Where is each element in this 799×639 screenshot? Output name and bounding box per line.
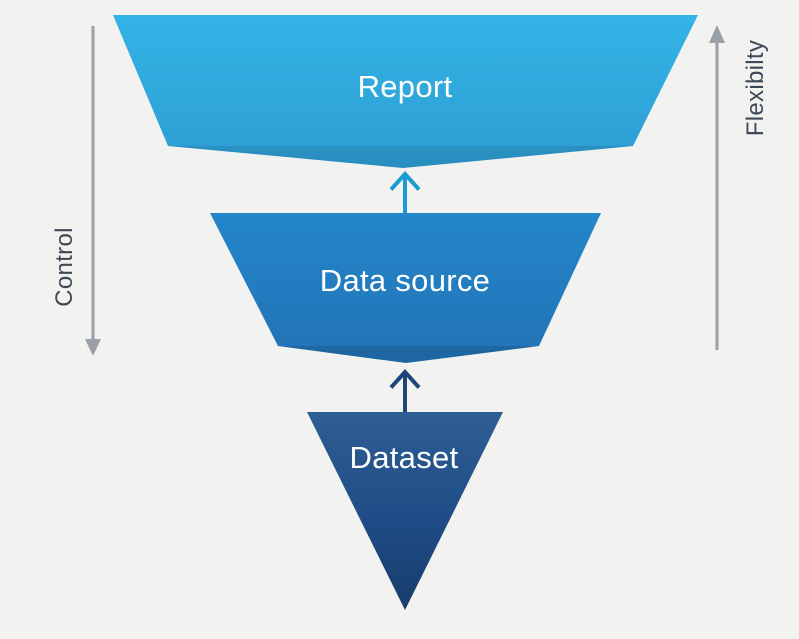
funnel-level-datasource: Data source [210, 213, 601, 363]
report-label: Report [358, 69, 453, 104]
flexibility-axis-label: Flexibilty [742, 40, 769, 136]
dataset-label: Dataset [350, 440, 459, 475]
report-trapezoid [113, 15, 698, 168]
datasource-label: Data source [320, 263, 490, 298]
datasource-fold-shading [278, 346, 539, 363]
funnel-level-dataset: Dataset [307, 412, 503, 610]
control-axis: Control [51, 26, 101, 356]
flow-arrow-up-1 [389, 171, 421, 214]
flow-arrow-up-2 [389, 369, 421, 412]
flow-arrow-up-2-head [389, 369, 421, 389]
funnel-level-report: Report [113, 15, 698, 168]
control-axis-label: Control [51, 227, 78, 306]
dataset-triangle [307, 412, 503, 610]
flexibility-axis: Flexibilty [709, 25, 769, 350]
datasource-trapezoid [210, 213, 601, 363]
flexibility-arrow-up-head-icon [709, 25, 725, 43]
control-arrow-down-head-icon [85, 339, 101, 356]
report-fold-shading [168, 146, 633, 168]
flow-arrow-up-1-head [389, 171, 421, 191]
